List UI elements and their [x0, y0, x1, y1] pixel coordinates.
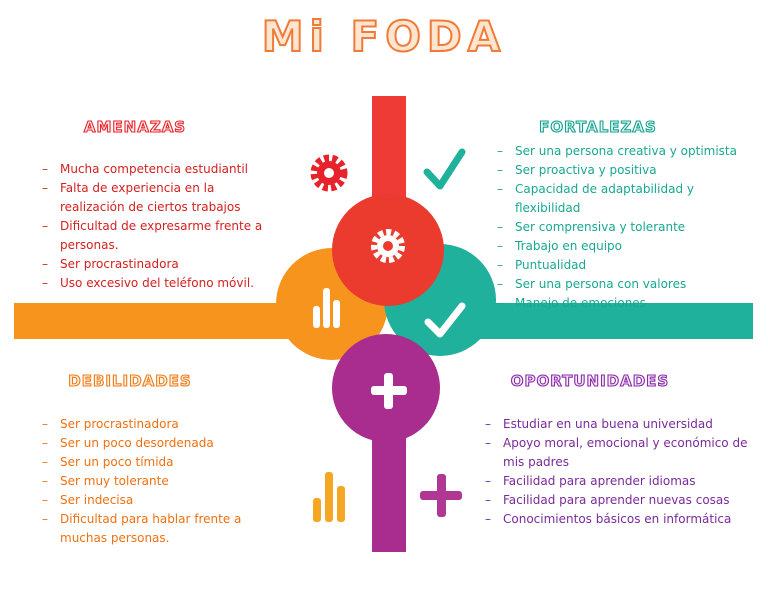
list-item: Ser indecisa: [42, 491, 287, 510]
amenazas-heading: AMENAZAS: [83, 117, 187, 136]
debilidades-list: Ser procrastinadora Ser un poco desorden…: [42, 415, 287, 548]
list-item: Facilidad para aprender idiomas: [485, 472, 755, 491]
list-item: Ser un poco tímida: [42, 453, 287, 472]
check-icon: [424, 302, 466, 338]
list-item: Estudiar en una buena universidad: [485, 415, 755, 434]
left-bar: [14, 303, 314, 339]
plus-icon: [371, 373, 407, 409]
fortalezas-heading: FORTALEZAS: [539, 117, 657, 136]
list-item: Facilidad para aprender nuevas cosas: [485, 491, 755, 510]
list-item: Conocimientos básicos en informática: [485, 510, 755, 529]
page-title: Mi FODA: [261, 11, 507, 62]
list-item: Dificultad de expresarme frente a person…: [42, 217, 282, 255]
list-item: Capacidad de adaptabilidad y flexibilida…: [497, 180, 759, 218]
check-icon: [423, 148, 466, 190]
list-item: Puntualidad: [497, 256, 759, 275]
oportunidades-heading: OPORTUNIDADES: [510, 371, 670, 390]
fortalezas-list: Ser una persona creativa y optimista Ser…: [497, 142, 759, 313]
list-item: Dificultad para hablar frente a muchas p…: [42, 510, 287, 548]
list-item: Trabajo en equipo: [497, 237, 759, 256]
gear-icon: [310, 154, 348, 192]
list-item: Ser una persona creativa y optimista: [497, 142, 759, 161]
bar-chart-icon: [313, 472, 345, 522]
list-item: Apoyo moral, emocional y económico de mi…: [485, 434, 755, 472]
gear-icon: [371, 229, 405, 263]
amenazas-list: Mucha competencia estudiantil Falta de e…: [42, 160, 282, 293]
list-item: Ser comprensiva y tolerante: [497, 218, 759, 237]
list-item: Ser un poco desordenada: [42, 434, 287, 453]
plus-icon: [420, 474, 462, 517]
list-item: Ser proactiva y positiva: [497, 161, 759, 180]
list-item: Mucha competencia estudiantil: [42, 160, 282, 179]
list-item: Uso excesivo del teléfono móvil.: [42, 274, 282, 293]
debilidades-heading: DEBILIDADES: [68, 371, 192, 390]
list-item: Manejo de emociones: [497, 294, 759, 313]
list-item: Ser una persona con valores: [497, 275, 759, 294]
list-item: Ser muy tolerante: [42, 472, 287, 491]
list-item: Ser procrastinadora: [42, 255, 282, 274]
bar-chart-icon: [313, 288, 340, 328]
list-item: Ser procrastinadora: [42, 415, 287, 434]
list-item: Falta de experiencia en la realización d…: [42, 179, 282, 217]
oportunidades-list: Estudiar en una buena universidad Apoyo …: [485, 415, 755, 529]
